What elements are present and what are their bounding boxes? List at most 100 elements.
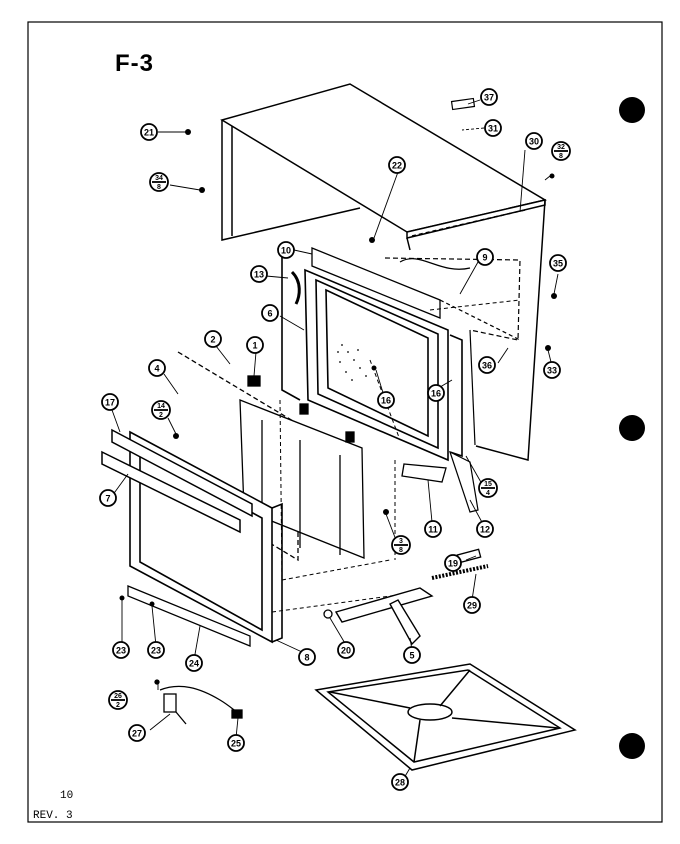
callout-25: 25 bbox=[227, 734, 245, 752]
callout-6-top: 6 bbox=[261, 304, 279, 322]
svg-text:23: 23 bbox=[151, 646, 161, 656]
callout-10: 10 bbox=[277, 241, 295, 259]
callout-23-left: 23 bbox=[112, 641, 130, 659]
registration-dot-top bbox=[619, 97, 645, 123]
svg-text:23: 23 bbox=[116, 646, 126, 656]
svg-text:37: 37 bbox=[484, 93, 494, 103]
callouts: 37 31 21 30 328 348 22 10 9 35 13 6 2 1 … bbox=[99, 88, 571, 791]
door-handle bbox=[101, 428, 253, 534]
callout-16-left: 16 bbox=[377, 391, 395, 409]
svg-text:7: 7 bbox=[105, 494, 110, 504]
oven-cavity-frame bbox=[281, 248, 463, 462]
screws bbox=[119, 129, 557, 607]
callout-35: 35 bbox=[549, 254, 567, 272]
figure-label: F-3 bbox=[115, 50, 154, 77]
callout-22: 22 bbox=[388, 156, 406, 174]
svg-text:9: 9 bbox=[482, 253, 487, 263]
callout-2: 2 bbox=[204, 330, 222, 348]
callout-36: 36 bbox=[478, 356, 496, 374]
callout-34-8: 348 bbox=[149, 172, 169, 192]
cavity-stipple bbox=[337, 344, 367, 381]
svg-text:3: 3 bbox=[399, 538, 403, 545]
svg-text:2: 2 bbox=[116, 702, 120, 709]
callout-5: 5 bbox=[403, 646, 421, 664]
svg-text:8: 8 bbox=[399, 547, 403, 554]
callout-30: 30 bbox=[525, 132, 543, 150]
callout-31: 31 bbox=[484, 119, 502, 137]
svg-text:33: 33 bbox=[547, 366, 557, 376]
callout-23-right: 23 bbox=[147, 641, 165, 659]
rear-panel bbox=[384, 257, 521, 446]
svg-text:36: 36 bbox=[482, 361, 492, 371]
callout-21: 21 bbox=[140, 123, 158, 141]
svg-text:5: 5 bbox=[409, 651, 414, 661]
svg-text:24: 24 bbox=[189, 659, 199, 669]
callout-14-2: 142 bbox=[151, 400, 171, 420]
registration-dot-middle bbox=[619, 415, 645, 441]
svg-text:4: 4 bbox=[486, 490, 490, 497]
svg-text:30: 30 bbox=[529, 137, 539, 147]
callout-13: 13 bbox=[250, 265, 268, 283]
svg-text:31: 31 bbox=[488, 124, 498, 134]
bracket bbox=[448, 450, 479, 513]
svg-text:22: 22 bbox=[392, 161, 402, 171]
svg-text:29: 29 bbox=[467, 601, 477, 611]
svg-text:13: 13 bbox=[254, 270, 264, 280]
svg-text:27: 27 bbox=[132, 729, 142, 739]
callout-33: 33 bbox=[543, 361, 561, 379]
registration-dot-bottom bbox=[619, 733, 645, 759]
callout-28: 28 bbox=[391, 773, 409, 791]
callout-9: 9 bbox=[476, 248, 494, 266]
callout-27: 27 bbox=[128, 724, 146, 742]
svg-text:25: 25 bbox=[231, 739, 241, 749]
svg-text:35: 35 bbox=[553, 259, 563, 269]
svg-text:32: 32 bbox=[557, 144, 565, 151]
svg-text:8: 8 bbox=[157, 184, 161, 191]
top-strip bbox=[311, 247, 441, 319]
svg-text:11: 11 bbox=[428, 525, 438, 535]
callout-4: 4 bbox=[148, 359, 166, 377]
callout-3-8: 38 bbox=[391, 535, 411, 555]
revision-label: REV. 3 bbox=[33, 810, 73, 822]
tray bbox=[314, 663, 577, 771]
hinge-arm bbox=[334, 587, 434, 646]
svg-text:2: 2 bbox=[210, 335, 215, 345]
callout-17: 17 bbox=[101, 393, 119, 411]
label-tag bbox=[450, 97, 476, 111]
svg-text:16: 16 bbox=[431, 389, 441, 399]
cabinet-wrapper bbox=[220, 83, 547, 461]
callout-29: 29 bbox=[463, 596, 481, 614]
svg-text:19: 19 bbox=[448, 559, 458, 569]
svg-text:12: 12 bbox=[480, 525, 490, 535]
svg-text:28: 28 bbox=[395, 778, 405, 788]
svg-text:8: 8 bbox=[559, 153, 563, 160]
svg-text:8: 8 bbox=[304, 653, 309, 663]
side-trim bbox=[290, 270, 301, 305]
callout-12: 12 bbox=[476, 520, 494, 538]
callout-11: 11 bbox=[424, 520, 442, 538]
svg-text:4: 4 bbox=[154, 364, 159, 374]
hinge-spring bbox=[431, 564, 489, 580]
callout-26-2: 262 bbox=[108, 690, 128, 710]
roller bbox=[323, 609, 333, 619]
page-number: 10 bbox=[60, 790, 74, 802]
callout-8: 8 bbox=[298, 648, 316, 666]
callout-20: 20 bbox=[337, 641, 355, 659]
door-bottom-trim bbox=[127, 585, 251, 647]
callout-32-8: 328 bbox=[551, 141, 571, 161]
svg-text:17: 17 bbox=[105, 398, 115, 408]
svg-text:26: 26 bbox=[114, 693, 122, 700]
svg-text:14: 14 bbox=[157, 403, 165, 410]
svg-text:21: 21 bbox=[144, 128, 154, 138]
svg-text:16: 16 bbox=[381, 396, 391, 406]
switch-harness bbox=[154, 679, 243, 725]
svg-text:2: 2 bbox=[159, 412, 163, 419]
page-border bbox=[27, 21, 663, 823]
callout-19: 19 bbox=[444, 554, 462, 572]
bottom-trim bbox=[401, 463, 447, 483]
svg-text:34: 34 bbox=[155, 175, 163, 182]
callout-24: 24 bbox=[185, 654, 203, 672]
svg-text:1: 1 bbox=[252, 341, 257, 351]
